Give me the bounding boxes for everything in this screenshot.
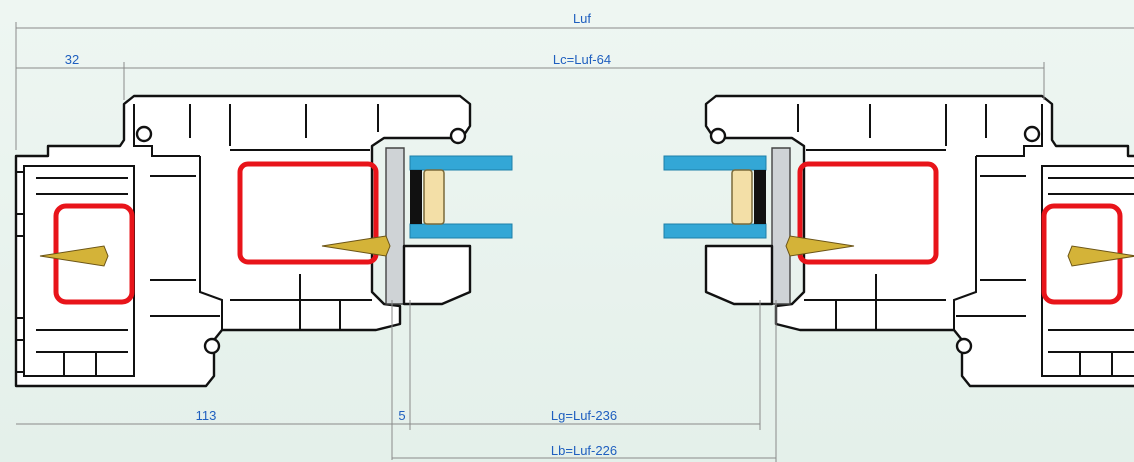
dim-gap: 5 [398, 408, 405, 423]
dim-frame-width: 113 [196, 408, 217, 423]
left-section [16, 96, 512, 386]
dim-lc: Lc=Luf-64 [553, 52, 611, 67]
dim-lg: Lg=Luf-236 [551, 408, 617, 423]
dimension-lines [15, 22, 1134, 462]
right-section [664, 96, 1134, 386]
dim-lb: Lb=Luf-226 [551, 443, 617, 458]
dim-offset-left: 32 [65, 52, 79, 67]
dim-luf: Luf [573, 11, 591, 26]
